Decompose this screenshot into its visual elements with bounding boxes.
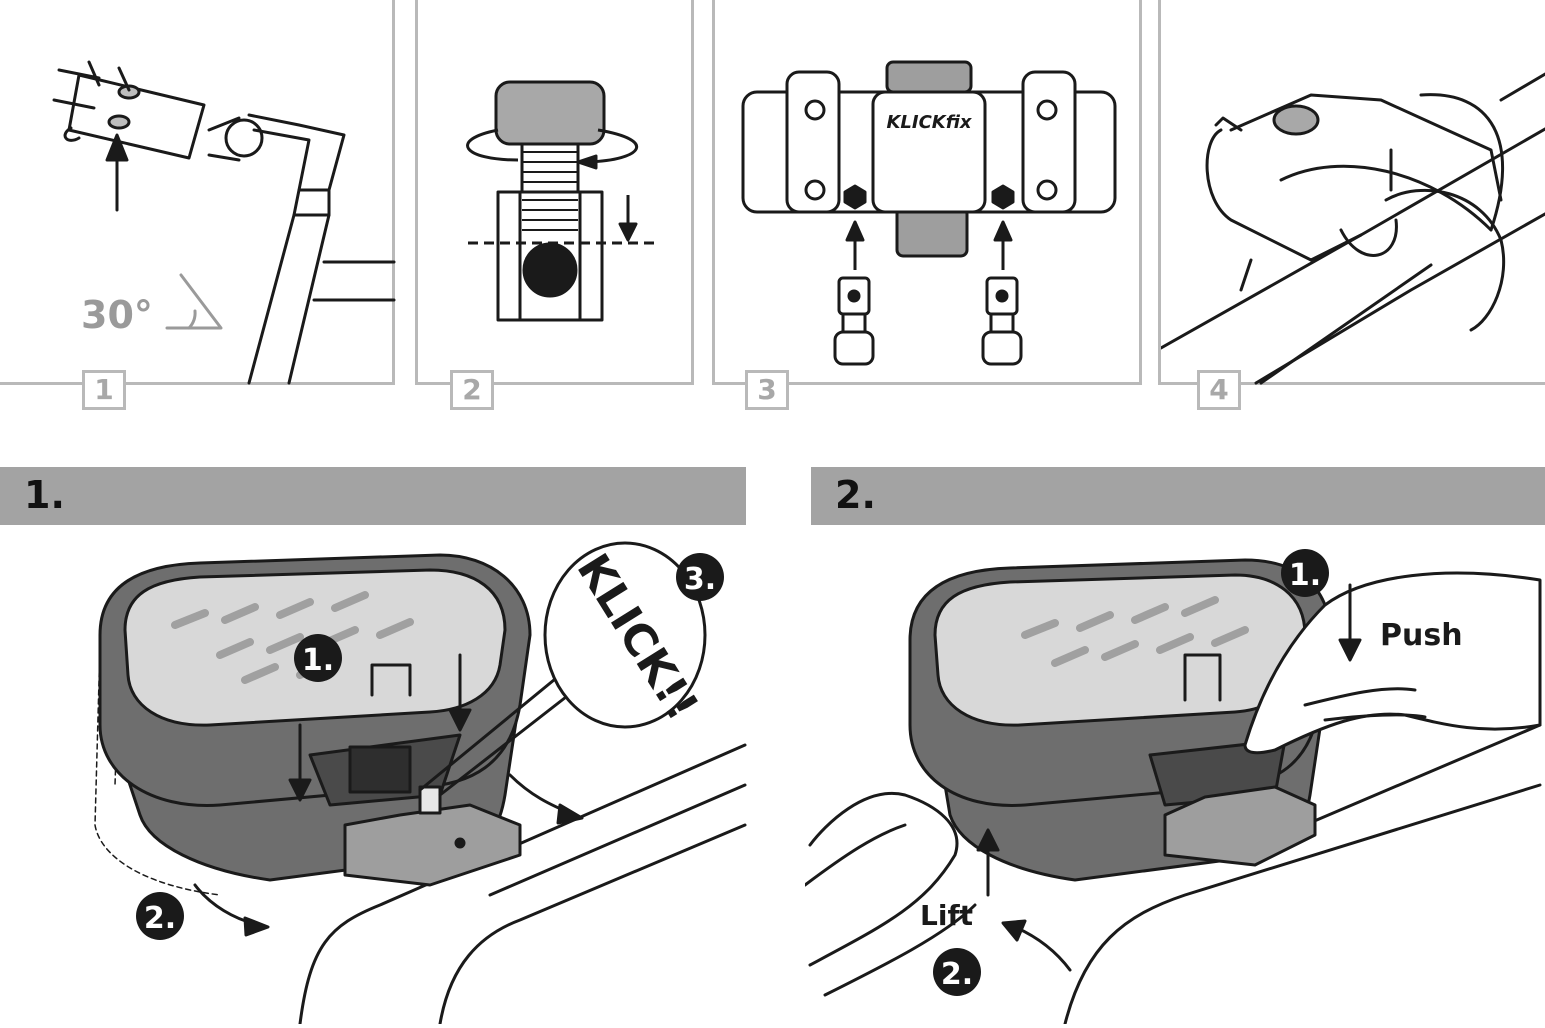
- callout-2-label: 2.: [941, 957, 973, 992]
- bolt-adjust-illustration: [466, 80, 658, 322]
- step-number-3: 3: [745, 370, 789, 410]
- callout-3-label: 3.: [684, 562, 716, 597]
- callout-2-label: 2.: [144, 901, 176, 936]
- step-number-1: 1: [82, 370, 126, 410]
- brand-logo: KLICKfix: [886, 112, 972, 133]
- handlebar-clamp-illustration: 30°: [52, 60, 396, 385]
- callout-1-label: 1.: [302, 643, 334, 678]
- callout-1-label: 1.: [1289, 558, 1321, 593]
- attach-box-illustration: KLICK!! 1. 2. 3.: [94, 541, 747, 1026]
- lift-label: Lift: [920, 899, 973, 932]
- callout-1-badge: [1281, 549, 1329, 597]
- step-panel-3: KLICKfix 3: [712, 0, 1142, 410]
- remove-box-illustration: Push Lift 1. 2.: [803, 549, 1542, 1026]
- step-number-2: 2: [450, 370, 494, 410]
- adapter-plate-illustration: KLICKfix: [741, 60, 1117, 366]
- step-panel-4: 4: [1158, 0, 1545, 410]
- step-panel-1: 30° 1: [0, 0, 396, 410]
- step-panel-2: 2: [415, 0, 694, 410]
- section-2-scene: Push Lift 1. 2.: [803, 525, 1545, 1026]
- push-label: Push: [1380, 618, 1463, 653]
- section-2-banner: 2.: [811, 467, 1545, 525]
- step-number-4: 4: [1197, 370, 1241, 410]
- section-1-heading: 1.: [24, 473, 65, 517]
- angle-label: 30°: [81, 293, 153, 337]
- callout-3-badge: [676, 553, 724, 601]
- callout-1-badge: [294, 634, 342, 682]
- section-1-scene: KLICK!! 1. 2. 3.: [0, 525, 760, 1026]
- section-2-heading: 2.: [835, 473, 876, 517]
- section-1-banner: 1.: [0, 467, 746, 525]
- callout-2-badge: [933, 948, 981, 996]
- mounted-adapter-illustration: [1161, 72, 1545, 385]
- callout-2-badge: [136, 892, 184, 940]
